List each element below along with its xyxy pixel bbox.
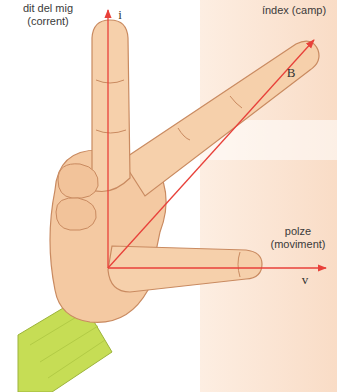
finger-label: polze (moviment) <box>262 225 334 251</box>
velocity-vector <box>108 267 326 268</box>
thumb <box>108 246 262 292</box>
knuckle-lines <box>178 96 242 140</box>
finger-label: índex (camp) <box>258 4 330 17</box>
knuckle-lines <box>96 80 126 133</box>
ring-finger <box>58 164 98 198</box>
vector-symbol: i <box>114 8 126 21</box>
little-finger <box>56 198 96 230</box>
field-vector <box>108 40 314 268</box>
vector-symbol: B <box>284 66 298 79</box>
current-vector <box>107 10 108 268</box>
middle-finger <box>92 20 130 192</box>
thumbnail <box>238 252 240 277</box>
finger-label: dit del mig (corrent) <box>8 2 88 28</box>
index-finger <box>122 41 319 196</box>
vector-symbol: v <box>298 273 312 286</box>
